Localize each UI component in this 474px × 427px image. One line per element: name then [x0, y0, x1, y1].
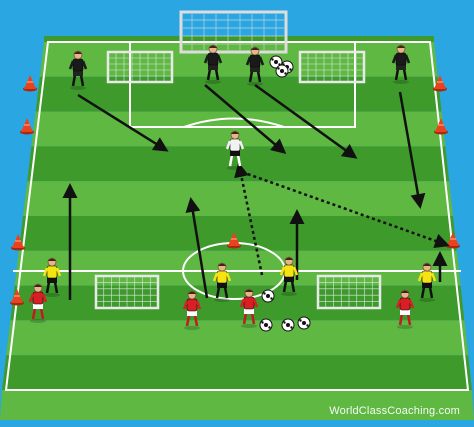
mini-goal	[106, 50, 174, 84]
ball	[297, 316, 311, 330]
grass-stripe	[31, 111, 446, 147]
grass-stripe	[18, 216, 457, 251]
player-dark	[391, 44, 411, 84]
grass-stripe	[39, 42, 438, 77]
player-red	[239, 288, 259, 328]
ball	[259, 318, 273, 332]
grass-stripe	[35, 76, 442, 112]
player-red	[395, 289, 415, 329]
player-dark	[203, 44, 223, 84]
cone	[20, 118, 34, 135]
full-goal	[179, 10, 288, 54]
cone	[434, 118, 448, 135]
player-dark	[68, 50, 88, 90]
player-white	[225, 130, 245, 170]
watermark: WorldClassCoaching.com	[329, 405, 460, 417]
pitch-lines	[4, 41, 470, 391]
player-red	[28, 283, 48, 323]
grass-stripe	[6, 320, 469, 356]
player-red	[182, 290, 202, 330]
movement-arrows	[62, 83, 450, 300]
run-arrow	[185, 197, 209, 299]
pass-arrow	[234, 162, 264, 276]
run-arrow	[254, 83, 358, 159]
ball	[261, 289, 275, 303]
player-dark	[245, 46, 265, 86]
grass-stripe	[14, 250, 461, 286]
mini-goal	[94, 274, 160, 310]
grass-stripe	[23, 181, 453, 216]
pass-arrow	[241, 170, 450, 249]
ball	[269, 55, 283, 69]
cone	[10, 289, 24, 306]
player-yellow	[279, 256, 299, 296]
player-yellow	[42, 257, 62, 297]
mini-goal	[316, 274, 382, 310]
player-yellow	[417, 262, 437, 302]
cone	[433, 75, 447, 92]
cone	[227, 232, 241, 249]
grass-stripe	[10, 285, 465, 321]
cone	[23, 75, 37, 92]
player-yellow	[212, 262, 232, 302]
ball	[275, 64, 289, 78]
run-arrow	[204, 84, 287, 154]
grass-stripe	[2, 355, 472, 390]
mini-goal	[298, 50, 366, 84]
run-arrow	[398, 91, 426, 209]
grass-stripes	[0, 36, 474, 420]
ball	[281, 318, 295, 332]
run-arrow	[77, 93, 169, 152]
cone	[11, 234, 25, 251]
